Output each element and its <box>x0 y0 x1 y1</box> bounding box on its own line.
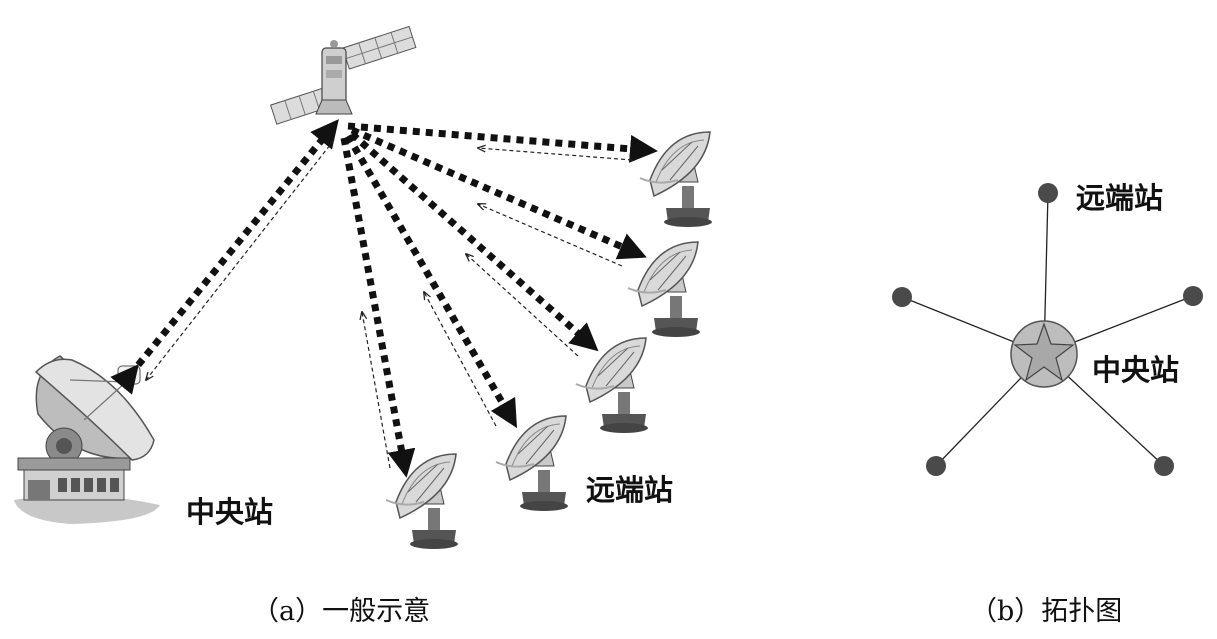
remote-node-left <box>892 287 912 307</box>
remote-node-right <box>1183 286 1203 306</box>
caption-b: （b）拓扑图 <box>970 596 1122 627</box>
central-station-label: 中央站 <box>186 495 273 529</box>
central-node <box>1010 320 1078 388</box>
star-icon <box>1013 322 1075 382</box>
caption-a: （a）一般示意 <box>252 596 430 627</box>
remote-node-bottom-right <box>1154 456 1174 476</box>
panel-a: 中央站 远端站 （a）一般示意 <box>14 25 713 627</box>
remote-dish-icon-5 <box>385 453 459 550</box>
remote-station-label: 远端站 <box>586 473 673 507</box>
remote-dish-icon-2 <box>627 241 701 338</box>
topology-central-label: 中央站 <box>1092 353 1179 387</box>
remote-node-top <box>1038 183 1058 203</box>
uplink-central-arrows <box>110 119 339 395</box>
remote-node-bottom-left <box>926 456 946 476</box>
central-station-icon <box>14 355 160 524</box>
panel-b-topology: 远端站 中央站 （b）拓扑图 <box>892 181 1203 627</box>
satellite-icon <box>269 25 417 125</box>
remote-dish-icon-3 <box>575 337 649 434</box>
remote-dish-icon-1 <box>639 131 713 228</box>
satellite-remote-links <box>340 122 658 478</box>
remote-dish-icon-4 <box>495 415 569 512</box>
topology-remote-label: 远端站 <box>1076 181 1163 215</box>
